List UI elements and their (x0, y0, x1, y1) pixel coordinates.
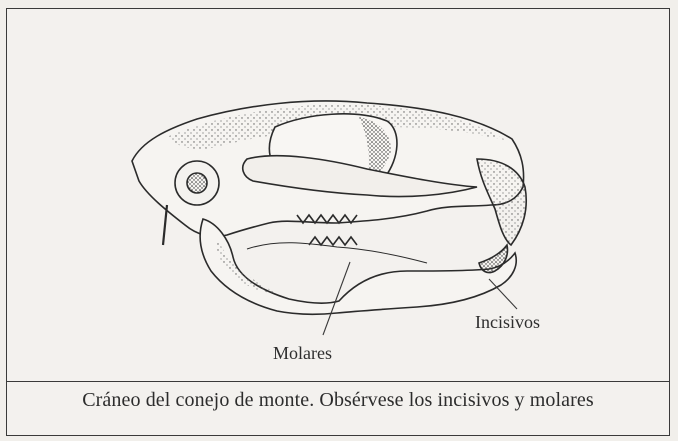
label-incisivos: Incisivos (475, 312, 540, 333)
rabbit-skull-illustration (7, 9, 669, 381)
caption-divider (7, 381, 669, 382)
cranium (132, 101, 526, 245)
mandible (200, 219, 516, 314)
figure-caption: Cráneo del conejo de monte. Obsérvese lo… (7, 389, 669, 412)
label-molares: Molares (273, 343, 332, 364)
figure-frame: Molares Incisivos Cráneo del conejo de m… (6, 8, 670, 436)
